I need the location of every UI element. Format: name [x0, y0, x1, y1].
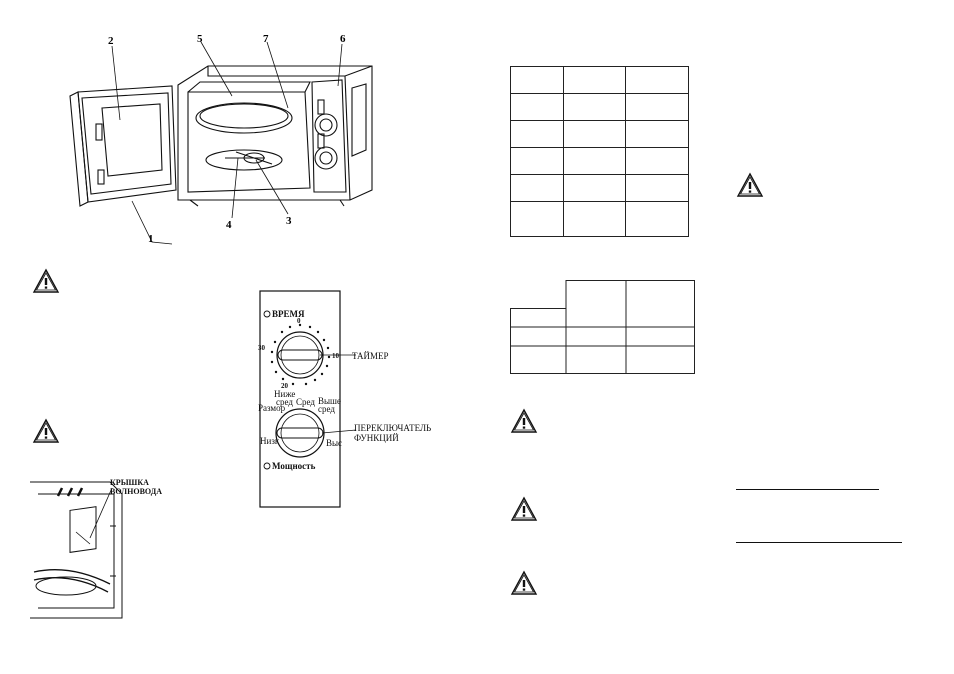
- waveguide-cover-figure: КРЫШКА ВОЛНОВОДА: [30, 476, 192, 622]
- callout-3: 3: [286, 215, 292, 227]
- warning-icon: [510, 496, 538, 521]
- callout-7: 7: [263, 33, 269, 45]
- microwave-oven-diagram: 1 2 3 4 5 6 7: [69, 33, 373, 245]
- power-mid: Сред: [296, 397, 315, 407]
- warning-icon: [32, 418, 60, 443]
- control-panel-diagram: ВРЕМЯ Мощность 30 0 10 20 ТАЙМЕР ПЕРЕКЛЮ…: [258, 290, 440, 510]
- timer-caption: ТАЙМЕР: [352, 351, 389, 361]
- function-switch-caption-1: ПЕРЕКЛЮЧАТЕЛЬ: [354, 423, 432, 433]
- power-below-mid-2: сред: [276, 397, 293, 407]
- time-label: ВРЕМЯ: [272, 309, 305, 319]
- power-above-mid-2: сред: [318, 404, 335, 414]
- callout-6: 6: [340, 33, 346, 45]
- waveguide-drawing: [30, 481, 123, 619]
- control-panel-frame: [259, 290, 357, 508]
- callout-4: 4: [226, 219, 232, 231]
- callout-2: 2: [108, 35, 114, 47]
- power-above-mid-1: Выше: [318, 396, 341, 406]
- timer-tick-10: 10: [332, 352, 339, 360]
- timer-tick-30: 30: [258, 344, 265, 352]
- waveguide-label: КРЫШКА ВОЛНОВОДА: [110, 478, 163, 496]
- warning-icon: [510, 570, 538, 595]
- power-low: Низк: [260, 436, 280, 446]
- callout-1: 1: [148, 233, 154, 245]
- function-switch-caption-2: ФУНКЦИЙ: [354, 433, 399, 443]
- warning-icon: [736, 172, 764, 197]
- timer-tick-0: 0: [297, 317, 301, 325]
- table-cooking-2: [510, 280, 695, 374]
- signature-line: [736, 542, 902, 543]
- callout-5: 5: [197, 33, 203, 45]
- power-below-mid-1: Ниже: [274, 389, 296, 399]
- warning-icon: [510, 408, 538, 433]
- power-defrost: Размор: [258, 403, 286, 413]
- power-high: Выс: [326, 438, 343, 448]
- power-label: Мощность: [272, 461, 316, 471]
- timer-tick-20: 20: [281, 382, 288, 390]
- signature-line: [736, 489, 879, 490]
- warning-icon: [32, 268, 60, 293]
- table-cooking-2-grid: [510, 280, 695, 374]
- table-cooking-1: [510, 66, 689, 237]
